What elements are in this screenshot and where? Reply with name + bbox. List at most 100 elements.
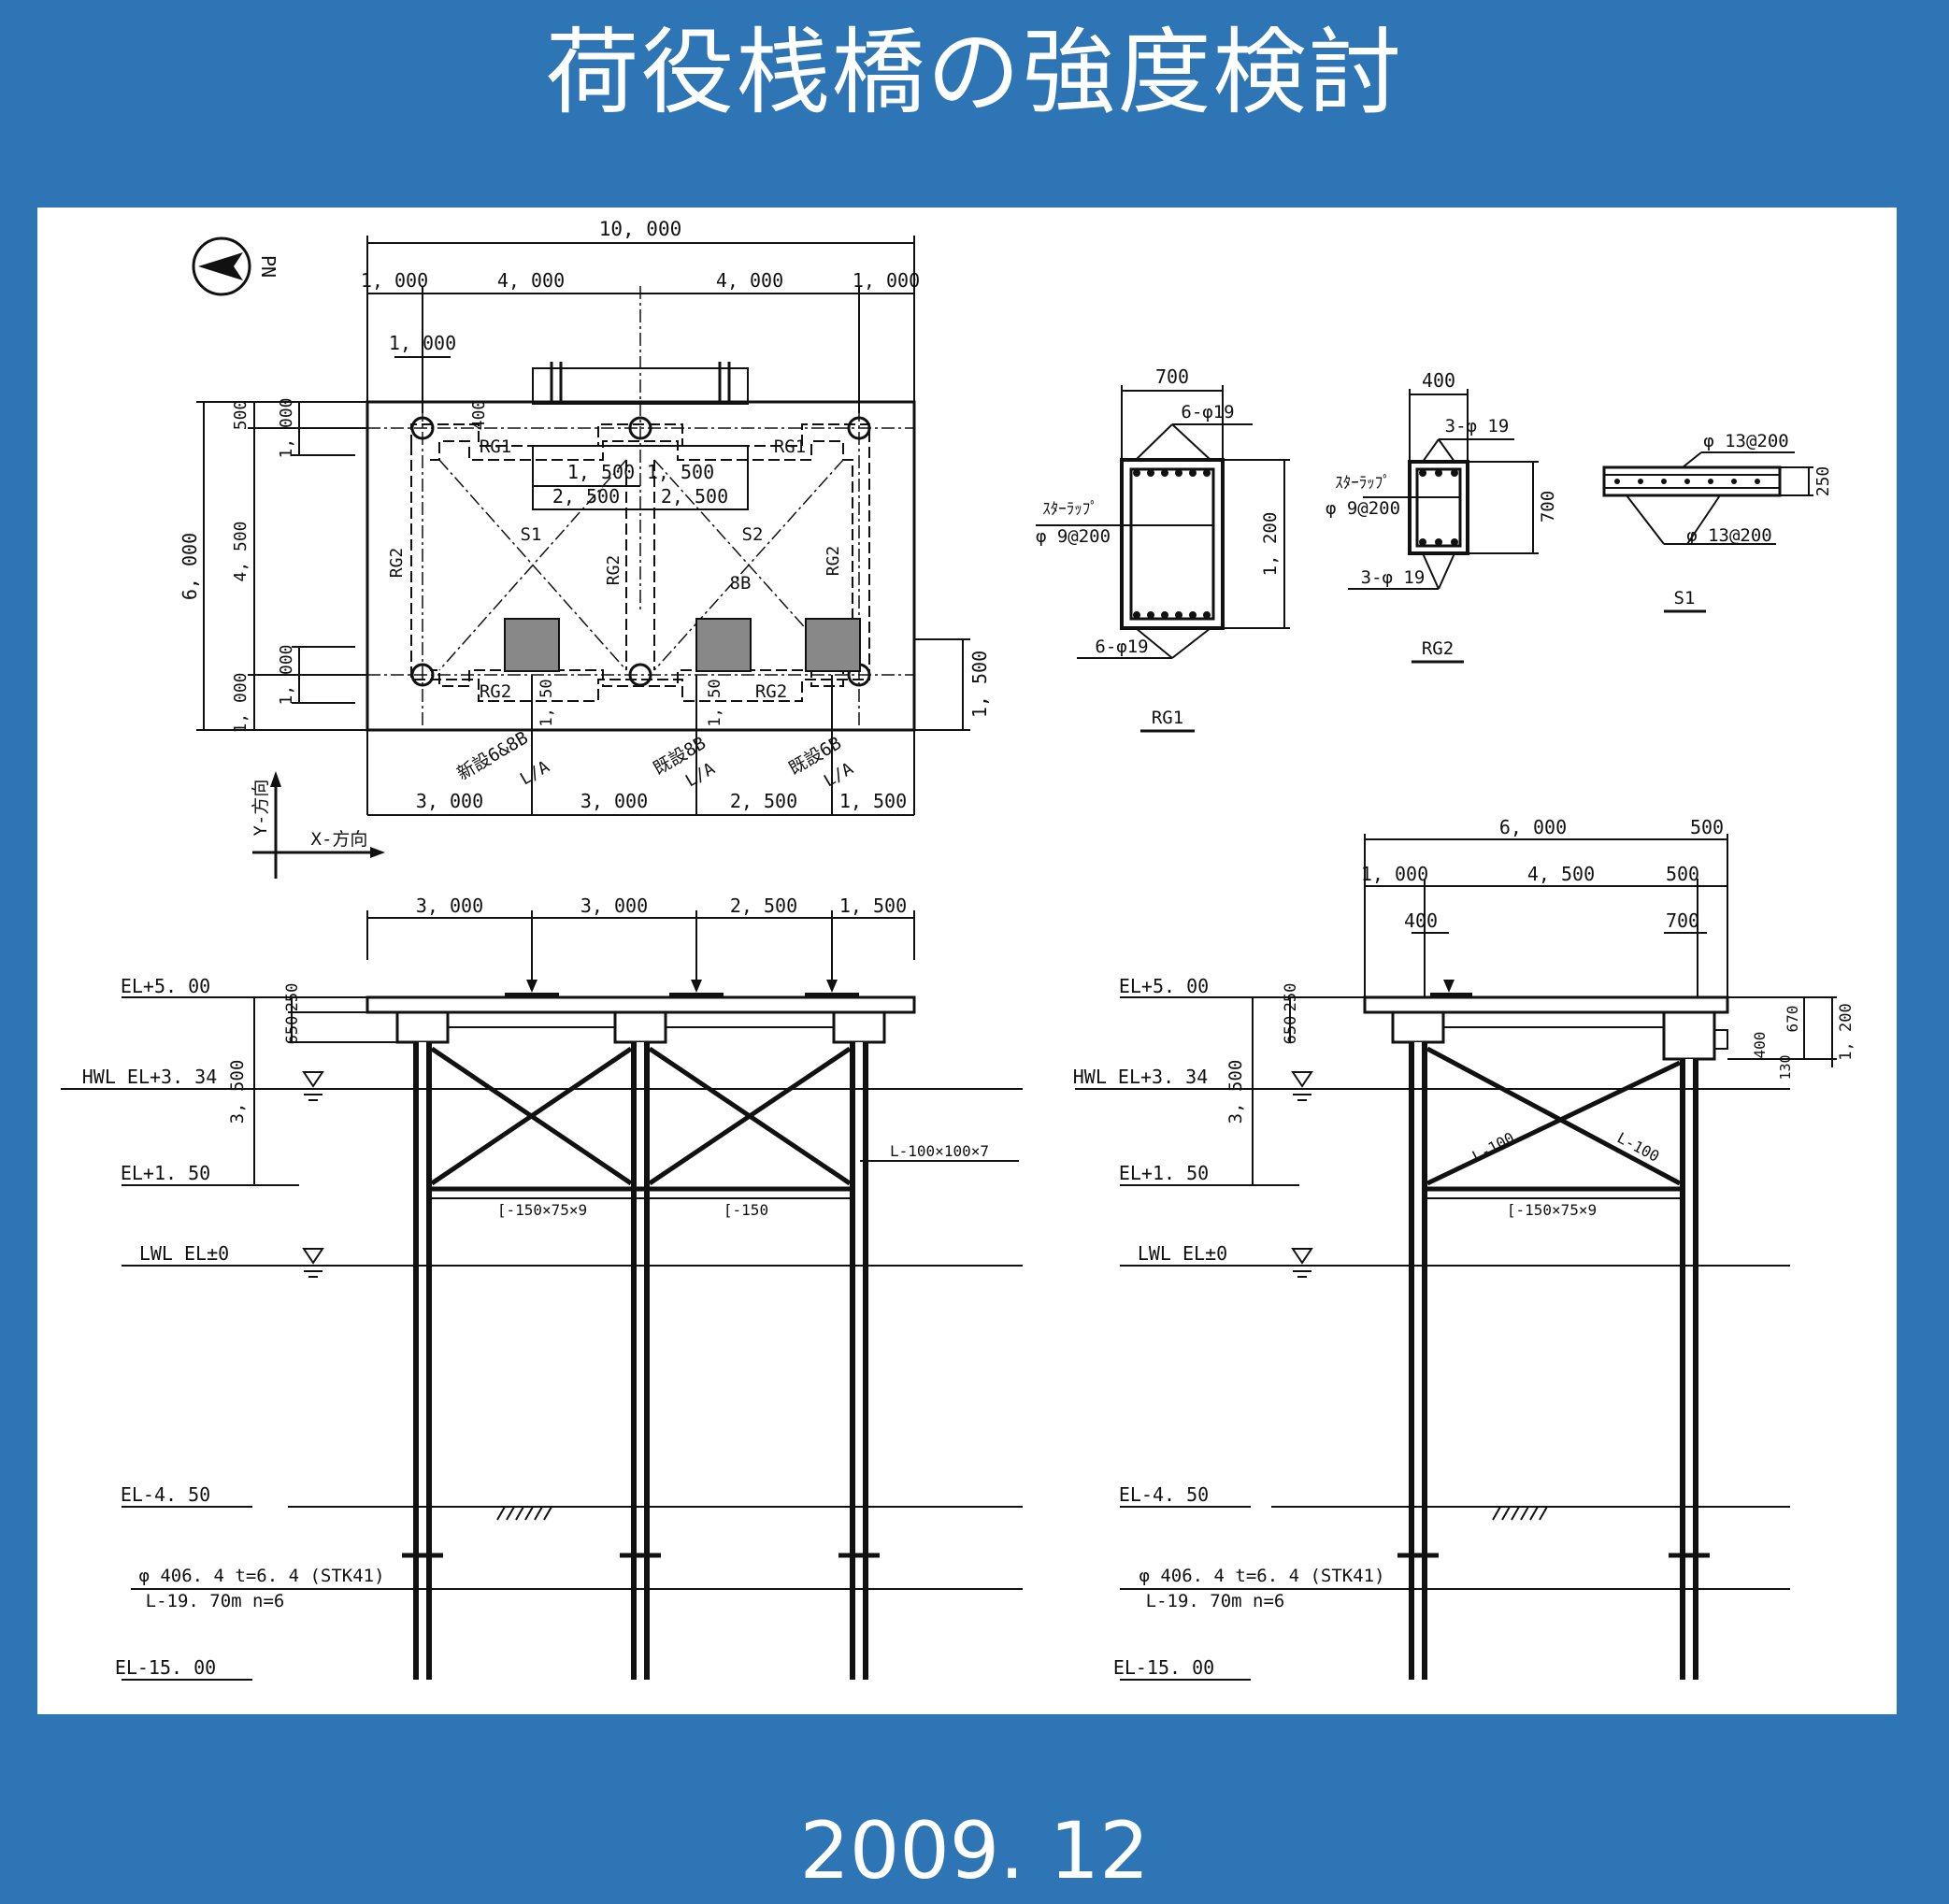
elev-y-dim-400: 400 bbox=[1404, 909, 1438, 932]
plan-rg2-label: RG2 bbox=[387, 548, 407, 579]
rg1-top-bars: 6-φ19 bbox=[1181, 402, 1234, 422]
elev-x-channel-2: [-150 bbox=[724, 1201, 768, 1219]
plan-left-inner-1: 1, 000 bbox=[277, 397, 296, 458]
elev-y-dim-1200: 1, 200 bbox=[1837, 1003, 1856, 1060]
plan-loader-sub: L/A bbox=[517, 757, 553, 790]
rg1-bottom-bars: 6-φ19 bbox=[1095, 637, 1148, 657]
elev-y-level-hwl: HWL EL+3. 34 bbox=[1073, 1066, 1209, 1088]
rg2-bottom-bars: 3-φ 19 bbox=[1361, 567, 1426, 588]
elev-x-dim-3: 2, 500 bbox=[730, 895, 797, 917]
plan-rg2-label: RG2 bbox=[604, 555, 623, 586]
s1-rebar-icon bbox=[1614, 479, 1760, 484]
rg1-rebar-icon bbox=[1133, 469, 1211, 619]
rg2-name: RG2 bbox=[1422, 638, 1454, 659]
plan-dim-150: 1, 50 bbox=[537, 679, 556, 726]
elev-y-dim-1000: 1, 000 bbox=[1361, 863, 1428, 885]
plan-rg1-label: RG1 bbox=[480, 437, 511, 457]
plan-s1-label: S1 bbox=[521, 524, 542, 545]
plan-loader-blocks bbox=[504, 618, 861, 672]
axis-x-label: X-方向 bbox=[311, 829, 368, 850]
rg1-stirrup-spec: φ 9@200 bbox=[1036, 526, 1111, 547]
structural-drawing: PN 10, 000 1, 000 4, 000 4, 000 1, 000 1… bbox=[61, 218, 1856, 1681]
rg2-stirrup-spec: φ 9@200 bbox=[1326, 498, 1400, 519]
water-level-icon bbox=[1288, 1248, 1316, 1278]
rg2-stirrup-label: ｽﾀｰﾗｯﾌﾟ bbox=[1335, 474, 1391, 493]
elev-y-slab-dim-650: 650 bbox=[1282, 1016, 1300, 1045]
rg2-width: 400 bbox=[1422, 369, 1455, 392]
plan-top-total: 10, 000 bbox=[599, 218, 682, 240]
s1-name: S1 bbox=[1674, 588, 1696, 608]
elev-y-level-el450: EL-4. 50 bbox=[1119, 1483, 1209, 1506]
elev-x-channel-1: [-150×75×9 bbox=[497, 1201, 587, 1219]
elev-y-brace-left: L-100 bbox=[1469, 1128, 1517, 1165]
plan-rg2-label: RG2 bbox=[755, 681, 787, 702]
plan-rg2-label: RG2 bbox=[824, 546, 843, 577]
elev-y-level-el5: EL+5. 00 bbox=[1119, 975, 1209, 997]
elev-x-level-el450: EL-4. 50 bbox=[121, 1483, 210, 1506]
elev-x-depth: 3, 500 bbox=[227, 1060, 248, 1124]
plan-center-top-2: 1, 500 bbox=[647, 461, 714, 483]
north-label: PN bbox=[257, 255, 279, 278]
ground-hatch-icon bbox=[1492, 1506, 1548, 1521]
drawing-sheet: PN 10, 000 1, 000 4, 000 4, 000 1, 000 1… bbox=[37, 208, 1897, 1714]
plan-left-dim-1: 500 bbox=[231, 400, 251, 431]
rg2-section: 400 3-φ 19 ｽﾀｰﾗｯﾌﾟ φ 9@200 700 3-φ 19 RG… bbox=[1326, 369, 1558, 664]
elev-y-slab-dim-250: 250 bbox=[1282, 983, 1300, 1012]
elev-x-level-el15: EL-15. 00 bbox=[115, 1656, 216, 1679]
plan-left-dim-3: 1, 000 bbox=[231, 672, 251, 733]
rg1-stirrup-label: ｽﾀｰﾗｯﾌﾟ bbox=[1042, 500, 1098, 519]
elev-x-dim-4: 1, 500 bbox=[839, 895, 907, 917]
rg2-top-bars: 3-φ 19 bbox=[1445, 416, 1510, 437]
elev-x-dim-2: 3, 000 bbox=[580, 895, 648, 917]
s1-top-rebar: φ 13@200 bbox=[1703, 431, 1789, 451]
elev-y-depth: 3, 500 bbox=[1225, 1060, 1246, 1124]
elev-x-level-hwl: HWL EL+3. 34 bbox=[82, 1066, 218, 1088]
elev-y-dim-700: 700 bbox=[1666, 909, 1699, 932]
elev-x-pile-length: L-19. 70m n=6 bbox=[146, 1591, 285, 1611]
plan-top-dim-4: 1, 000 bbox=[853, 269, 920, 292]
plan-loader-sub: L/A bbox=[821, 759, 857, 792]
elev-y-channel: [-150×75×9 bbox=[1507, 1201, 1597, 1219]
elev-x-slab-dim-250: 250 bbox=[283, 983, 302, 1012]
s1-bottom-rebar: φ 13@200 bbox=[1686, 525, 1772, 546]
plan-pile-icon bbox=[410, 416, 871, 687]
water-level-icon bbox=[299, 1071, 327, 1101]
plan-bottom-dim-3: 2, 500 bbox=[730, 790, 797, 812]
plan-center-mid-2: 2, 500 bbox=[661, 485, 728, 508]
elev-y-level-el150: EL+1. 50 bbox=[1119, 1162, 1209, 1184]
plan-top-dim-2: 4, 000 bbox=[497, 269, 565, 292]
elev-y-piles bbox=[1409, 1042, 1698, 1680]
elevation-y: 6, 000 500 1, 000 4, 500 500 400 700 L-1… bbox=[1073, 816, 1856, 1681]
s1-thickness: 250 bbox=[1813, 466, 1833, 497]
plan-dim-400: 400 bbox=[469, 400, 489, 431]
plan-rg2-label: RG2 bbox=[480, 681, 511, 702]
s1-section: φ 13@200 250 φ 13@200 S1 bbox=[1602, 431, 1833, 613]
elev-y-dim-130: 130 bbox=[1777, 1054, 1794, 1080]
plan-right-dim: 1, 500 bbox=[968, 651, 991, 718]
elev-y-top-total: 6, 000 bbox=[1499, 816, 1567, 838]
elev-y-dim-670: 670 bbox=[1784, 1006, 1801, 1033]
elevation-x: 3, 000 3, 000 2, 500 1, 500 L-100×10 bbox=[61, 895, 1023, 1681]
plan-center-mid-1: 2, 500 bbox=[552, 485, 620, 508]
plan-left-dim-2: 4, 500 bbox=[231, 521, 251, 581]
elev-y-top-right: 500 bbox=[1690, 816, 1724, 838]
elev-y-level-el15: EL-15. 00 bbox=[1113, 1656, 1214, 1679]
plan-bottom-dim-1: 3, 000 bbox=[416, 790, 483, 812]
plan-dim-1000: 1, 000 bbox=[389, 332, 456, 354]
plan-top-dim-1: 1, 000 bbox=[361, 269, 428, 292]
rg2-rebar-icon bbox=[1419, 469, 1458, 546]
plan-s2-label: S2 bbox=[742, 524, 764, 545]
elev-x-dim-1: 3, 000 bbox=[416, 895, 483, 917]
plan-left-inner-2: 1, 000 bbox=[277, 644, 296, 705]
plan-rg1-label: RG1 bbox=[774, 437, 806, 457]
elev-y-dim-400b: 400 bbox=[1751, 1032, 1769, 1059]
rg1-section: 700 6-φ19 ｽﾀｰﾗｯﾌﾟ φ 9@200 1, 200 6-φ19 R… bbox=[1036, 365, 1290, 733]
ground-hatch-icon bbox=[496, 1506, 552, 1521]
rg1-width: 700 bbox=[1155, 365, 1189, 388]
rg1-height: 1, 200 bbox=[1260, 512, 1281, 577]
water-level-icon bbox=[299, 1248, 327, 1278]
elev-y-pile-length: L-19. 70m n=6 bbox=[1146, 1591, 1285, 1611]
axis-arrows-icon bbox=[252, 771, 385, 879]
rg2-height: 700 bbox=[1538, 491, 1558, 523]
elev-x-brace: L-100×100×7 bbox=[890, 1142, 989, 1160]
